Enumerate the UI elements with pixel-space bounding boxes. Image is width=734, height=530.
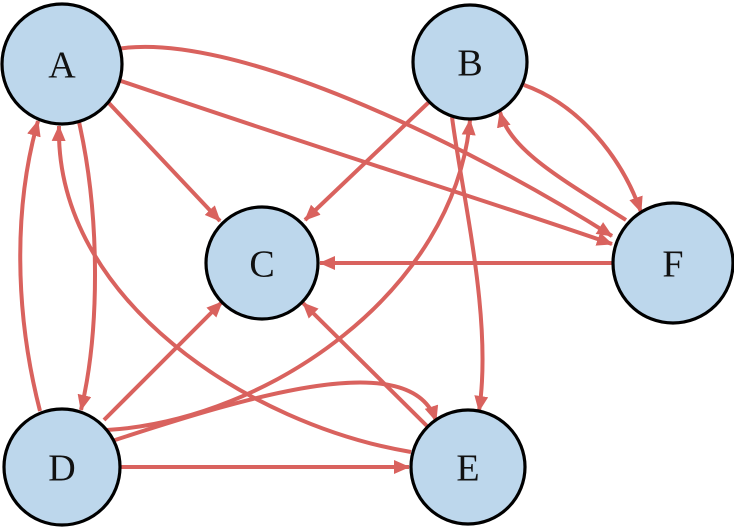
node-A: A bbox=[0, 2, 124, 126]
node-E-circle bbox=[409, 408, 527, 526]
node-B-circle bbox=[411, 3, 529, 121]
node-D: D bbox=[2, 407, 122, 527]
node-C: C bbox=[204, 205, 320, 321]
edge-A-F-arc-top bbox=[116, 44, 614, 238]
node-F-circle bbox=[611, 201, 734, 325]
node-B: B bbox=[411, 3, 529, 121]
edge-D-A-arc-left bbox=[18, 120, 42, 412]
edge-D-E-arc-up bbox=[111, 380, 439, 443]
node-D-circle bbox=[2, 407, 122, 527]
edge-B-E-arc-right bbox=[450, 116, 489, 412]
node-A-circle bbox=[0, 2, 124, 126]
node-C-circle bbox=[204, 205, 320, 321]
edge-A-D-arc-right bbox=[77, 121, 97, 411]
edge-B-F-arc-top bbox=[523, 83, 643, 213]
edge-E-C-straight bbox=[301, 301, 430, 429]
edge-F-B-arc-top bbox=[497, 111, 628, 222]
edge-E-A-arc-left bbox=[51, 125, 412, 454]
edge-A-F-straight bbox=[120, 79, 613, 246]
edge-B-C-straight bbox=[303, 100, 431, 222]
edge-layer bbox=[18, 44, 643, 474]
node-E: E bbox=[409, 408, 527, 526]
edge-A-C-straight bbox=[104, 98, 222, 223]
edge-D-C-straight bbox=[102, 300, 224, 422]
node-F: F bbox=[611, 201, 734, 325]
